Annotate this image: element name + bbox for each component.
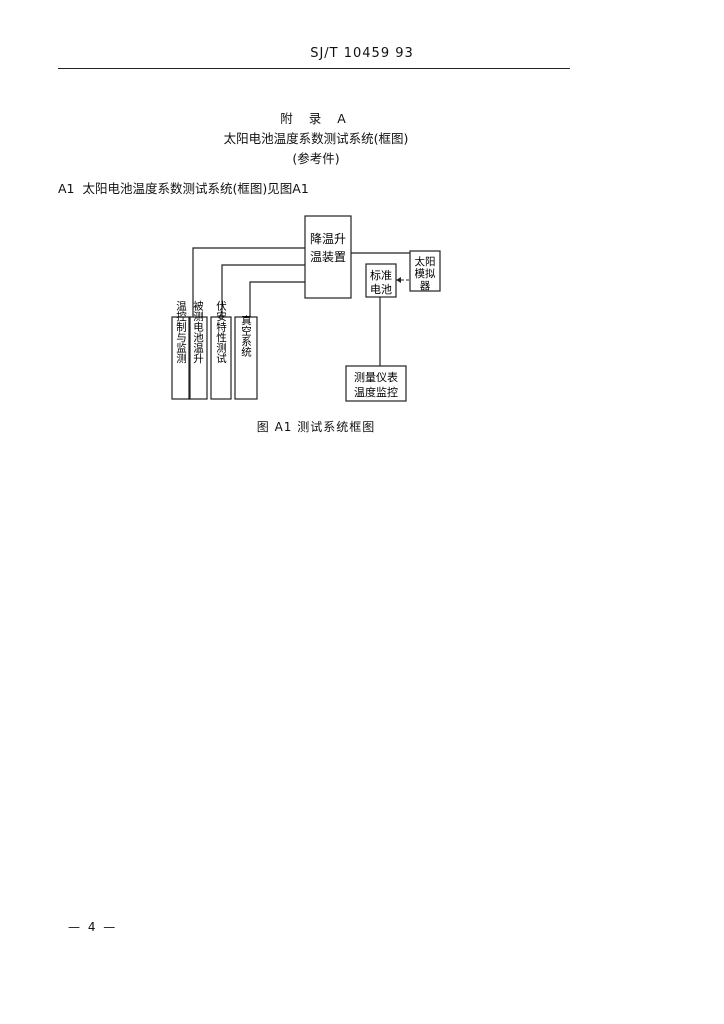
meter-line-1: 测量仪表 — [354, 370, 398, 384]
arrow-head — [396, 277, 401, 283]
cell-temp-label: 被测电池温升 — [192, 300, 204, 365]
page-number: — 4 — — [68, 920, 118, 934]
appendix-label: 附 录 A — [280, 111, 352, 126]
link-line — [192, 247, 305, 317]
section-number: A1 — [58, 181, 75, 196]
meter-line-2: 温度监控 — [354, 385, 398, 399]
link-line — [221, 264, 305, 317]
section-text: 太阳电池温度系数测试系统(框图)见图A1 — [82, 181, 309, 196]
chamber-box — [304, 215, 352, 299]
iv-test-label: 伏安特性测试 — [215, 300, 227, 364]
vacuum-label: 真空系统 — [240, 314, 252, 357]
chamber-line-1: 降温升 — [310, 232, 346, 246]
simulator-line-1: 太阳 — [415, 255, 436, 268]
simulator-line-3: 器 — [420, 280, 431, 292]
temp-ctrl-label: 温控制与监测 — [175, 301, 187, 365]
figure-caption: 图 A1 测试系统框图 — [256, 420, 376, 434]
section-heading: A1 太阳电池温度系数测试系统(框图)见图A1 — [58, 178, 317, 197]
header-rule — [58, 68, 570, 69]
appendix-title: 太阳电池温度系数测试系统(框图) — [223, 131, 409, 146]
iv-test-box — [210, 316, 232, 400]
simulator-box — [409, 250, 441, 292]
appendix-note: (参考件) — [292, 151, 340, 166]
std-cell-line-2: 电池 — [370, 283, 392, 296]
chamber-line-2: 温装置 — [310, 250, 346, 264]
link-line — [249, 281, 305, 317]
cell-temp-box — [188, 316, 208, 400]
simulator-line-2: 模拟 — [415, 267, 436, 280]
std-cell-line-1: 标准 — [370, 268, 392, 282]
vacuum-box — [234, 316, 258, 400]
document-code: SJ/T 10459 93 — [310, 46, 414, 61]
temp-ctrl-box — [171, 316, 191, 400]
meter-box — [345, 365, 407, 402]
